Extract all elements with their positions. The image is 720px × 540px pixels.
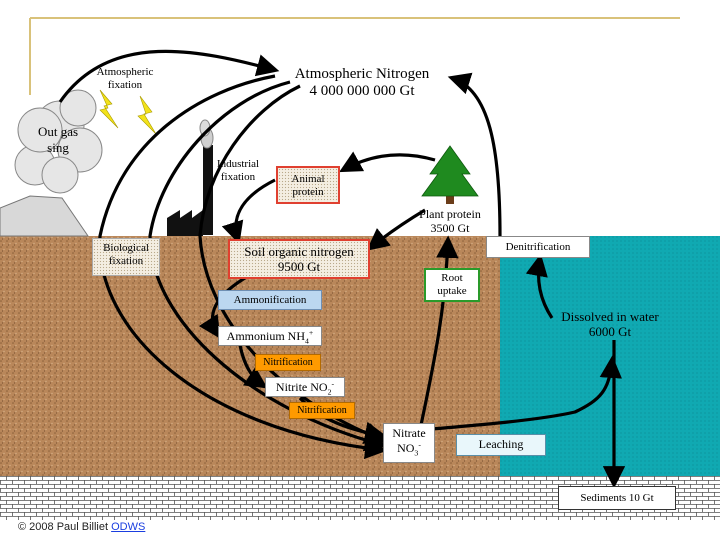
dissolved-in-water-label: Dissolved in water 6000 Gt — [548, 309, 672, 340]
dissolved-value: 6000 Gt — [588, 323, 632, 339]
plant-protein-value: 3500 Gt — [430, 220, 470, 235]
plant-protein-label: Plant protein 3500 Gt — [395, 207, 505, 236]
arrow-plant-soil — [366, 208, 426, 251]
ammonium-box: Ammonium NH4+ — [218, 326, 322, 346]
outgassing-cloud — [14, 89, 103, 194]
soil-organic-value: 9500 Gt — [277, 258, 321, 274]
copyright-notice: © 2008 Paul Billiet ODWS — [18, 521, 145, 533]
arrow-plant-animal — [339, 151, 436, 173]
nitrification-box-2: Nitrification — [289, 402, 355, 419]
arrow-animal-soil — [221, 178, 276, 245]
copyright-link[interactable]: ODWS — [111, 521, 146, 533]
arrow-denitrification — [447, 72, 502, 237]
denitrification-box: Denitrification — [486, 236, 590, 258]
nitrite-subscript: 2 — [327, 387, 332, 397]
nitrite-box: Nitrite NO2- — [265, 377, 345, 397]
nitrite-text: Nitrite NO — [275, 380, 328, 394]
atmospheric-fixation-label: Atmospheric fixation — [96, 66, 154, 91]
tree-icon — [421, 145, 479, 204]
volcano — [0, 195, 89, 237]
factory-icon — [167, 119, 214, 236]
nitrification-box-1: Nitrification — [255, 354, 321, 371]
arrow-leaching — [419, 355, 622, 432]
animal-protein-box: Animal protein — [276, 166, 340, 204]
dissolved-title: Dissolved in water — [561, 309, 659, 324]
ammonium-superscript: + — [308, 328, 314, 337]
ammonium-text: Ammonium NH — [226, 329, 306, 343]
arrow-outgassing — [58, 49, 280, 103]
soil-organic-nitrogen-box: Soil organic nitrogen 9500 Gt — [228, 239, 370, 279]
atmospheric-nitrogen-label: Atmospheric Nitrogen 4 000 000 000 Gt — [262, 66, 462, 101]
root-uptake-box: Root uptake — [424, 268, 480, 302]
copyright-text: © 2008 Paul Billiet — [18, 521, 109, 533]
industrial-fixation-label: Industrial fixation — [216, 158, 260, 183]
nitrate-superscript: - — [418, 439, 421, 449]
frame-line — [29, 17, 680, 95]
lightning-icon — [137, 95, 157, 135]
arrow-water-denitrification — [525, 253, 554, 319]
plant-protein-title: Plant protein — [419, 207, 481, 221]
lightning-icon — [99, 89, 119, 129]
sediments-box: Sediments 10 Gt — [558, 486, 676, 510]
biological-fixation-box: Biological fixation — [92, 238, 160, 276]
arrow-ammonification — [198, 273, 251, 339]
soil-organic-title: Soil organic nitrogen — [244, 244, 354, 259]
nitrate-subscript: 3 — [414, 448, 419, 458]
ammonium-subscript: 4 — [305, 336, 309, 346]
arrow-nitrification-1 — [238, 344, 268, 389]
atmospheric-nitrogen-value: 4 000 000 000 Gt — [309, 83, 415, 100]
outgassing-label: Out gassing — [37, 124, 79, 156]
atmospheric-nitrogen-title: Atmospheric Nitrogen — [294, 66, 430, 82]
leaching-box: Leaching — [456, 434, 546, 456]
ammonification-box: Ammonification — [218, 290, 322, 310]
nitrate-text: NO — [397, 440, 415, 455]
nitrate-box: Nitrate NO3- — [383, 423, 435, 463]
nitrate-title: Nitrate — [392, 426, 426, 440]
nitrite-superscript: - — [331, 379, 335, 388]
